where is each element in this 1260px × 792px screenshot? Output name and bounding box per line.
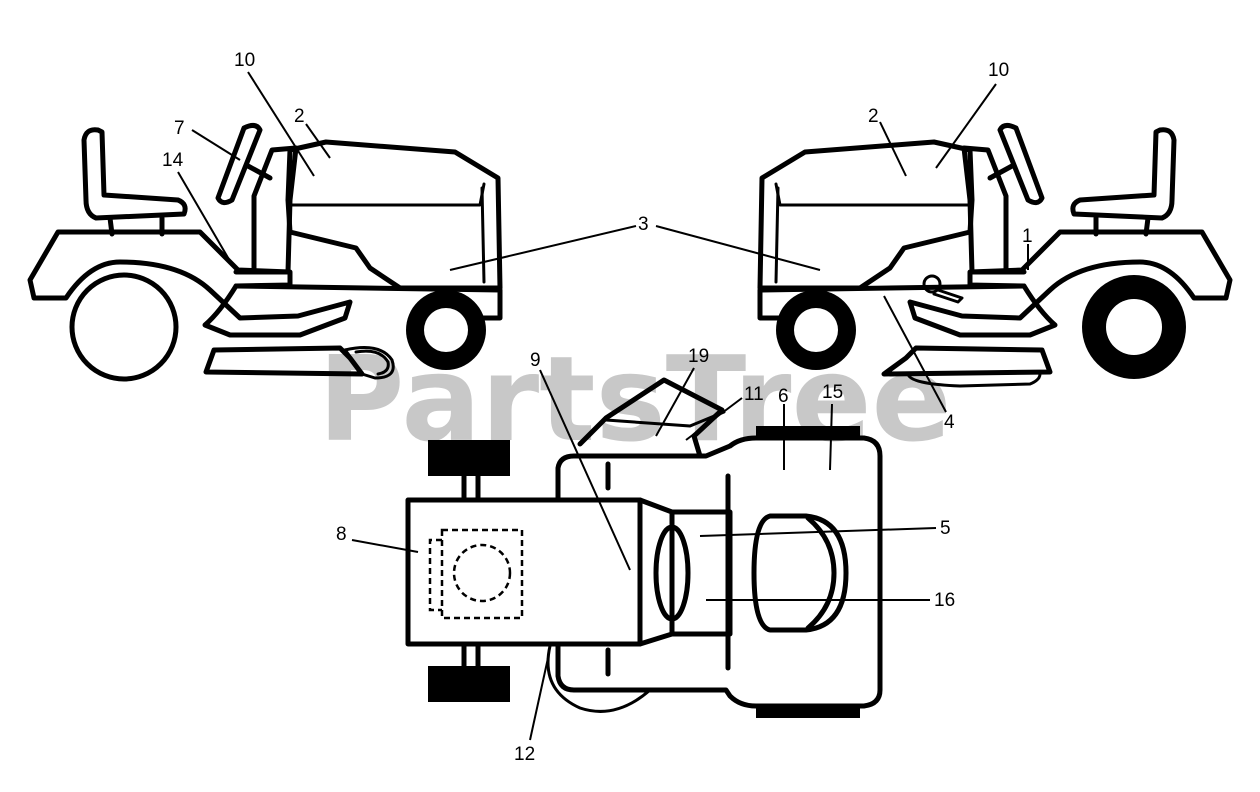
- callout-5: 5: [940, 518, 951, 539]
- callout-4: 4: [944, 412, 955, 433]
- callout-labels: 10 2 7 14 3 10 2 1 4 9 19 11 6 15 5 16 8…: [162, 50, 1033, 765]
- callout-14: 14: [162, 150, 184, 171]
- callout-16: 16: [934, 590, 955, 611]
- callout-9: 9: [530, 350, 541, 371]
- callout-10-right: 10: [988, 60, 1009, 81]
- callout-2-left: 2: [294, 106, 305, 127]
- callout-6: 6: [778, 386, 789, 407]
- callout-7: 7: [174, 118, 185, 139]
- right-side-view-tractor: [757, 122, 1233, 388]
- leader-lines: [177, 71, 1029, 741]
- left-side-view-tractor: [27, 122, 503, 382]
- callout-11: 11: [744, 384, 764, 405]
- callout-10-left: 10: [234, 50, 255, 71]
- callout-1: 1: [1022, 226, 1033, 247]
- callout-19: 19: [688, 346, 709, 367]
- callout-12: 12: [514, 744, 535, 765]
- callout-15: 15: [822, 382, 843, 403]
- callout-8: 8: [336, 524, 347, 545]
- callout-3: 3: [638, 214, 649, 235]
- callout-2-right: 2: [868, 106, 879, 127]
